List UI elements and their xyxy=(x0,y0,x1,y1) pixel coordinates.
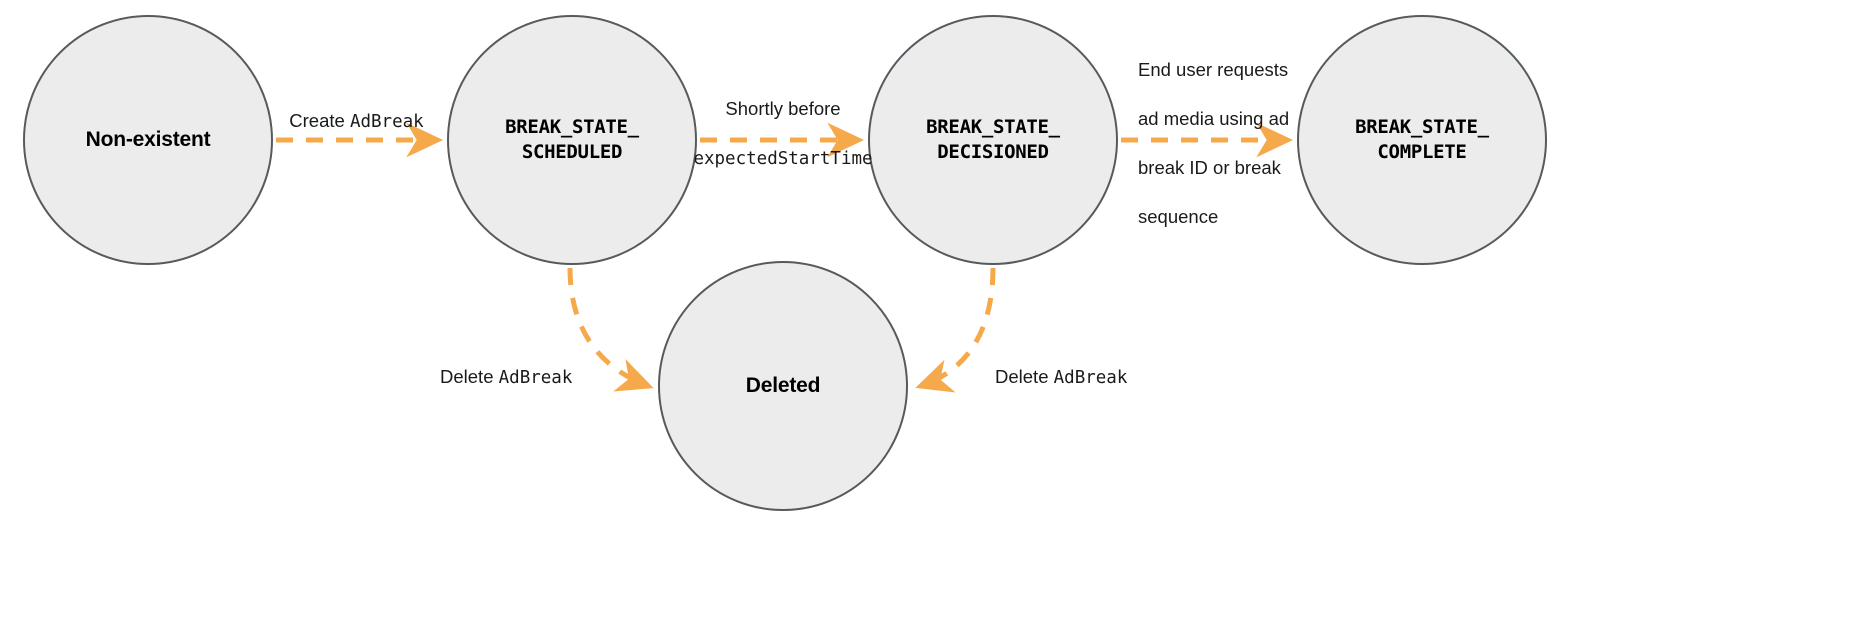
edge-delete-adbreak-decisioned xyxy=(915,267,996,393)
state-node-break-state-decisioned[interactable]: BREAK_STATE_ DECISIONED xyxy=(868,15,1118,265)
edge-label-text-plain: Create xyxy=(289,110,350,132)
state-node-non-existent[interactable]: Non-existent xyxy=(23,15,273,265)
edge-label-text-plain: Delete xyxy=(440,366,499,388)
edge-label-text-code: AdBreak xyxy=(349,112,424,133)
edge-label-line-2: ad media using ad xyxy=(1138,108,1290,130)
state-node-label: BREAK_STATE_ SCHEDULED xyxy=(505,116,639,163)
edge-label-text-plain: Delete xyxy=(995,366,1054,388)
edge-label-line-1: Shortly before xyxy=(725,98,841,120)
edge-label-delete-adbreak-scheduled: Delete AdBreak xyxy=(440,341,640,391)
edge-label-text-code: AdBreak xyxy=(498,368,573,389)
state-node-label: BREAK_STATE_ DECISIONED xyxy=(926,116,1060,163)
state-node-label: Deleted xyxy=(745,374,821,398)
edge-label-line-4: sequence xyxy=(1138,205,1219,227)
state-node-break-state-scheduled[interactable]: BREAK_STATE_ SCHEDULED xyxy=(447,15,697,265)
edge-label-end-user-requests-ad-media: End user requests ad media using ad brea… xyxy=(1138,34,1313,254)
edge-label-shortly-before-expected-start-time: Shortly before expectedStartTime xyxy=(688,73,878,196)
edge-label-delete-adbreak-decisioned: Delete AdBreak xyxy=(995,341,1195,391)
edge-label-line-1: End user requests xyxy=(1138,59,1289,81)
state-node-label: BREAK_STATE_ COMPLETE xyxy=(1355,116,1489,163)
edge-label-line-3: break ID or break xyxy=(1138,157,1281,179)
state-node-break-state-complete[interactable]: BREAK_STATE_ COMPLETE xyxy=(1297,15,1547,265)
state-node-deleted[interactable]: Deleted xyxy=(658,261,908,511)
edge-label-line-2-code: expectedStartTime xyxy=(693,149,873,170)
edge-label-create-adbreak: Create AdBreak xyxy=(276,85,437,135)
state-node-label: Non-existent xyxy=(85,128,211,152)
edge-delete-adbreak-scheduled xyxy=(567,267,654,392)
edge-label-text-code: AdBreak xyxy=(1053,368,1128,389)
